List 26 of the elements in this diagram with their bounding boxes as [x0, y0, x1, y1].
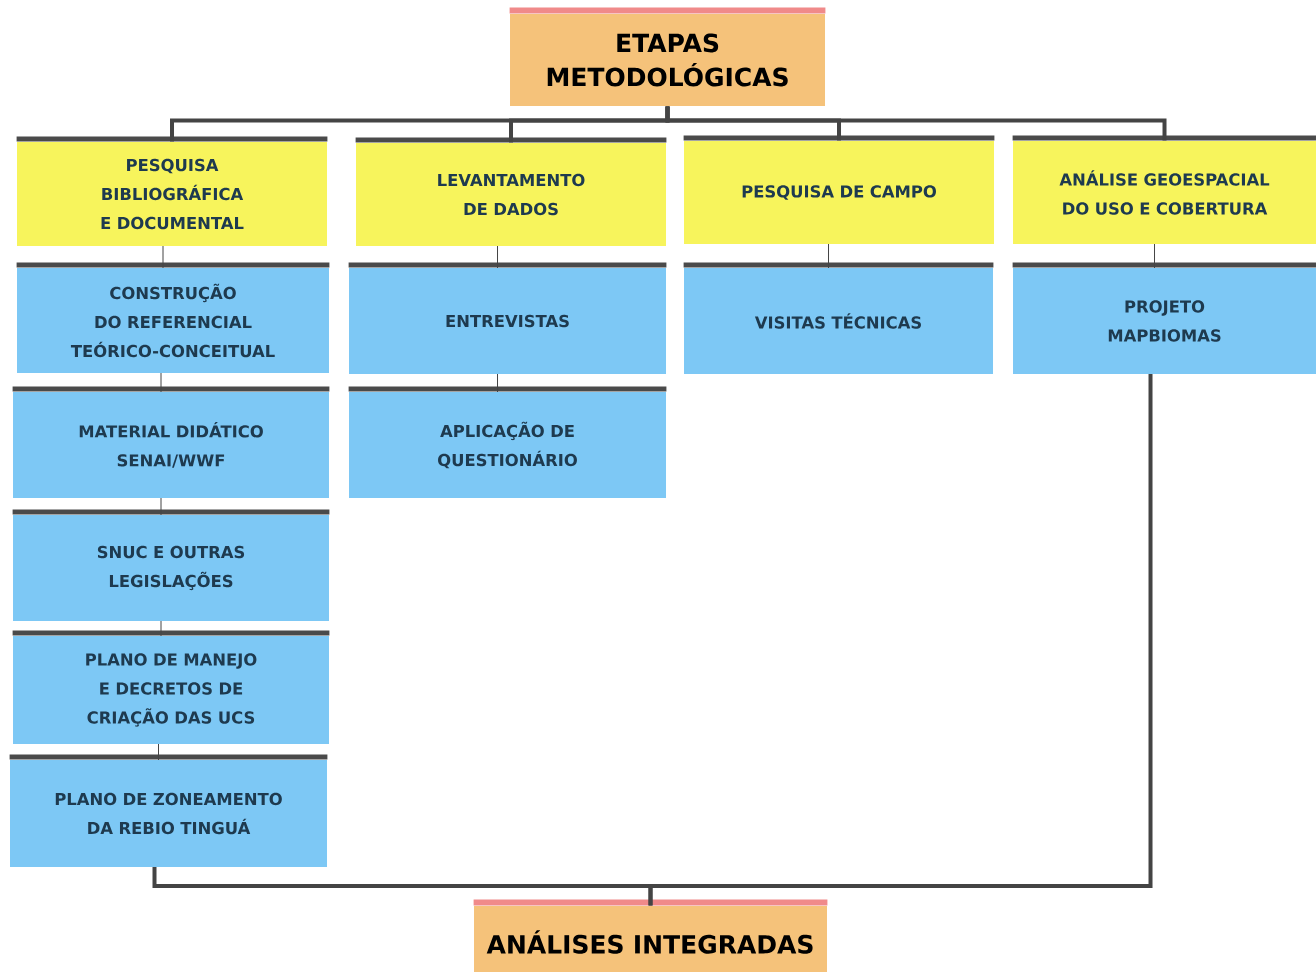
- task-box: PROJETO MAPBIOMAS: [1012, 262, 1316, 374]
- task-box: PLANO DE MANEJO E DECRETOS DE CRIAÇÃO DAS UCS: [12, 630, 330, 744]
- connector-line: [160, 497, 162, 516]
- heading-box: ANÁLISES INTEGRADAS: [473, 899, 828, 972]
- task-box: CONSTRUÇÃO DO REFERENCIAL TEÓRICO-CONCEITUAL: [16, 262, 330, 373]
- task-box: APLICAÇÃO DE QUESTIONÁRIO: [348, 386, 667, 498]
- connector-line: [497, 373, 498, 393]
- connector-line: [160, 620, 162, 637]
- connector-line: [648, 374, 1153, 906]
- task-box: PLANO DE ZONEAMENTO DA REBIO TINGUÁ: [9, 754, 328, 867]
- connector-line: [665, 106, 1167, 141]
- connector-line: [162, 245, 164, 269]
- task-box: SNUC E OUTRAS LEGISLAÇÕES: [12, 509, 330, 621]
- stage-box: PESQUISA BIBLIOGRÁFICA E DOCUMENTAL: [16, 136, 328, 246]
- stage-box: PESQUISA DE CAMPO: [683, 135, 995, 244]
- connector-line: [828, 243, 829, 269]
- task-box: MATERIAL DIDÁTICO SENAI/WWF: [12, 386, 330, 498]
- stage-box: LEVANTAMENTO DE DADOS: [355, 137, 667, 246]
- connector-line: [158, 743, 159, 761]
- connector-line: [497, 245, 498, 269]
- connector-line: [160, 372, 162, 393]
- task-box: VISITAS TÉCNICAS: [683, 262, 994, 374]
- stage-box: ANÁLISE GEOESPACIAL DO USO E COBERTURA: [1012, 135, 1316, 244]
- connector-line: [1154, 243, 1155, 269]
- heading-box: ETAPAS METODOLÓGICAS: [509, 7, 826, 106]
- task-box: ENTREVISTAS: [348, 262, 667, 374]
